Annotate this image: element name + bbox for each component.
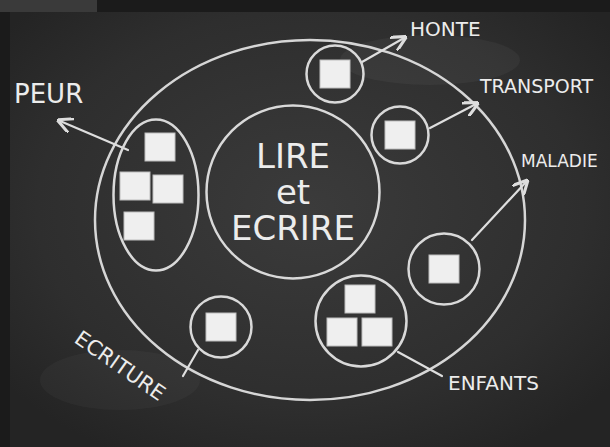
sticky-note — [320, 60, 350, 88]
chalk-circle — [307, 46, 364, 103]
sticky-note — [120, 172, 150, 200]
central-circle: LIRE et ECRIRE — [205, 104, 381, 280]
leader-line — [398, 352, 442, 376]
sticky-note — [385, 121, 415, 149]
sticky-note — [153, 175, 183, 203]
group-label: HONTE — [410, 18, 481, 41]
group-label: TRANSPORT — [480, 76, 593, 98]
leader-arrow — [60, 121, 128, 150]
sticky-note — [206, 313, 236, 341]
sticky-note — [345, 285, 375, 313]
group-circle: ENFANTS — [314, 274, 408, 368]
leader-arrow — [362, 38, 404, 62]
chalk-circle — [114, 120, 199, 271]
outer-circle — [95, 40, 525, 400]
circle-outline — [314, 274, 408, 368]
back-board — [0, 0, 97, 12]
group-label: ENFANTS — [448, 372, 539, 395]
chalk-circle — [409, 234, 480, 305]
group-circle: HONTE — [305, 44, 365, 104]
group-circle: ECRITURE — [189, 295, 253, 359]
sticky-note — [145, 133, 175, 161]
chalk-circle — [191, 297, 252, 358]
group-label: MALADIE — [521, 152, 598, 172]
chalk-circle — [372, 107, 429, 164]
group-circle: PEUR — [112, 118, 200, 272]
central-title: LIRE et ECRIRE — [205, 138, 381, 246]
sticky-note — [429, 255, 459, 283]
sticky-note — [362, 318, 392, 346]
board-surface — [10, 12, 610, 447]
leader-lines — [60, 38, 526, 376]
sticky-notes — [120, 60, 459, 346]
circle-outline — [370, 105, 430, 165]
group-circle: TRANSPORT — [370, 105, 430, 165]
circle-outline — [189, 295, 253, 359]
sticky-note — [124, 212, 154, 240]
group-circle: MALADIE — [407, 232, 481, 306]
circle-outline — [305, 44, 365, 104]
group-label: ECRITURE — [70, 326, 170, 406]
leader-arrow — [472, 182, 526, 240]
group-label: PEUR — [14, 80, 83, 110]
chalk-circle — [316, 276, 407, 367]
leader-line — [183, 350, 198, 376]
sticky-note — [327, 318, 357, 346]
circle-outline — [112, 118, 200, 272]
circle-outline — [407, 232, 481, 306]
leader-arrow — [430, 104, 476, 128]
